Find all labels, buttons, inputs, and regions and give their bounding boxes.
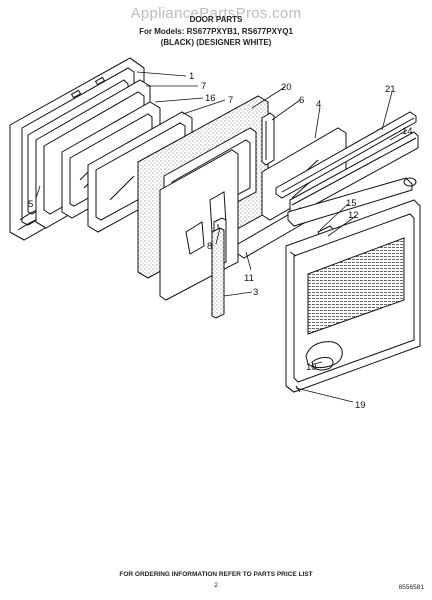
callout-label: 3 (253, 287, 258, 298)
diagram-title: DOOR PARTS (189, 15, 243, 24)
callout-label: 14 (402, 126, 413, 137)
model-numbers: For Models: RS677PXYB1, RS677PXYQ1 (139, 27, 293, 36)
callout-label: 5 (28, 199, 33, 210)
callout-label: 6 (299, 95, 304, 106)
callout-label: 20 (281, 82, 292, 93)
callout-label: 21 (385, 84, 396, 95)
callout-label: 8 (207, 241, 212, 252)
callout-label: 7 (228, 95, 233, 106)
color-variants: (BLACK) (DESIGNER WHITE) (160, 38, 272, 47)
top-trim-part (275, 111, 417, 199)
callout-label: 4 (316, 99, 321, 110)
ordering-note: FOR ORDERING INFORMATION REFER TO PARTS … (119, 571, 313, 578)
callout-label: 12 (348, 210, 359, 221)
page-number: 2 (214, 582, 218, 589)
callout-labels: 1 7 16 7 20 6 4 21 14 5 15 12 8 11 3 10 … (28, 71, 413, 411)
watermark: AppliancePartsPros.com (130, 5, 302, 22)
callout-label: 10 (306, 362, 317, 373)
callout-label: 1 (189, 71, 194, 82)
callout-label: 11 (244, 273, 254, 284)
hinge-channel-part (261, 112, 275, 166)
door-clip-part (311, 357, 334, 371)
door-seal-strip-part (211, 227, 225, 319)
document-number: 8556581 (398, 584, 424, 591)
callout-label: 19 (355, 400, 366, 411)
callout-label: 15 (346, 198, 357, 209)
door-bracket-part (237, 177, 417, 259)
leader-lines (35, 71, 408, 403)
callout-label: 7 (201, 81, 206, 92)
outer-door-panel-part (285, 199, 421, 393)
callout-label: 16 (205, 93, 216, 104)
